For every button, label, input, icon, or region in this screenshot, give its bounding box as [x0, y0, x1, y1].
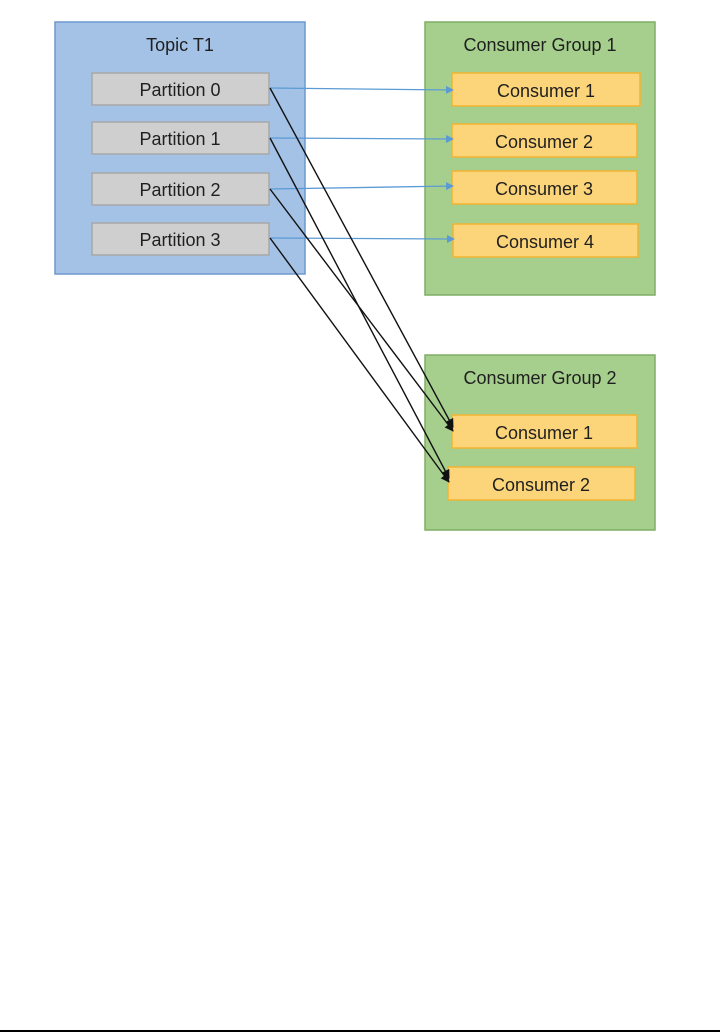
topic-panel: Topic T1 Partition 0 Partition 1 Partiti…: [54, 21, 306, 275]
partition-1-box: [91, 121, 270, 155]
group-2-consumer-2-box: [447, 466, 636, 501]
group-1-consumer-4-box: [452, 223, 639, 258]
connector-p1-g1c2: [269, 134, 454, 143]
partition-0-box: [91, 72, 270, 106]
connector-p0-g2c1: [269, 87, 454, 428]
group-1-consumer-3: Consumer 3: [451, 170, 638, 205]
partition-0-label: Partition 0: [139, 80, 220, 100]
partition-3-label: Partition 3: [139, 230, 220, 250]
connector-p3-g2c2: [269, 237, 450, 483]
group-1-consumer-1-box: [451, 72, 641, 107]
partition-0: Partition 0: [91, 72, 270, 106]
consumer-group-1-title: Consumer Group 1: [463, 35, 616, 55]
partition-2: Partition 2: [91, 172, 270, 206]
group-1-consumer-1: Consumer 1: [451, 72, 641, 107]
group-2-consumer-2: Consumer 2: [447, 466, 636, 501]
group-1-consumer-2: Consumer 2: [451, 123, 638, 158]
connector-p2-g2c1: [269, 188, 454, 432]
consumer-group-1-panel: Consumer Group 1 Consumer 1 Consumer 2 C…: [424, 21, 656, 296]
group-2-consumer-2-label: Consumer 2: [492, 475, 590, 495]
group-1-consumer-2-label: Consumer 2: [495, 132, 593, 152]
group-2-consumer-1-label: Consumer 1: [495, 423, 593, 443]
partition-3-box: [91, 222, 270, 256]
topic-title: Topic T1: [146, 35, 214, 55]
group-1-consumer-4-label: Consumer 4: [496, 232, 594, 252]
partition-1-label: Partition 1: [139, 129, 220, 149]
group-1-consumer-1-label: Consumer 1: [497, 81, 595, 101]
connector-p2-g1c3: [269, 182, 454, 191]
group-1-consumer-4: Consumer 4: [452, 223, 639, 258]
group-1-consumer-3-label: Consumer 3: [495, 179, 593, 199]
partition-1: Partition 1: [91, 121, 270, 155]
group-2-consumer-1: Consumer 1: [451, 414, 638, 449]
partition-3: Partition 3: [91, 222, 270, 256]
partition-2-box: [91, 172, 270, 206]
partition-2-label: Partition 2: [139, 180, 220, 200]
connector-p0-g1c1: [269, 85, 454, 94]
bottom-divider: [0, 1030, 720, 1032]
group-1-connectors: [269, 85, 455, 243]
connector-p3-g1c4: [269, 234, 455, 243]
group-2-consumer-1-box: [451, 414, 638, 449]
consumer-group-2-panel: Consumer Group 2 Consumer 1 Consumer 2: [424, 354, 656, 531]
consumer-group-2-title: Consumer Group 2: [463, 368, 616, 388]
group-2-connectors: [269, 87, 454, 483]
